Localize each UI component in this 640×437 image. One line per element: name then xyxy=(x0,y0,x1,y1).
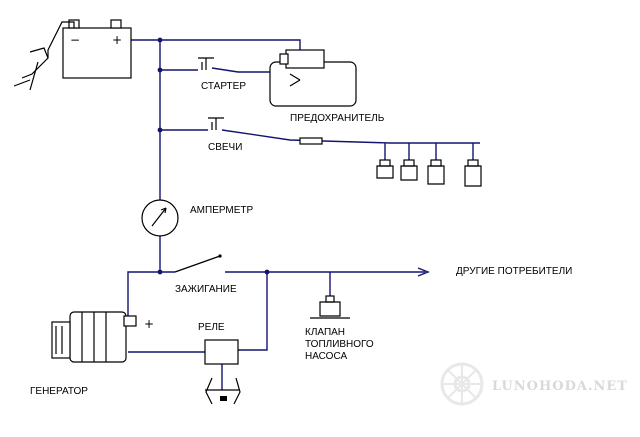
watermark: LUNOHODA.NET xyxy=(440,362,628,406)
ammeter-icon xyxy=(141,199,179,237)
battery-minus-sign: − xyxy=(70,33,80,47)
generator-plus-sign: + xyxy=(144,317,154,331)
fuel-valve-label-line2: ТОПЛИВНОГО xyxy=(305,339,374,350)
wire-starter-main xyxy=(160,39,301,52)
fuel-valve-label-line1: КЛАПАН xyxy=(305,327,345,338)
generator: + xyxy=(51,311,154,363)
spark-plugs-label: СВЕЧИ xyxy=(208,142,242,153)
wire-plug-drops xyxy=(384,143,474,160)
starter-label: СТАРТЕР xyxy=(201,81,246,92)
battery-terminal-positive xyxy=(110,19,122,29)
fuse-label: ПРЕДОХРАНИТЕЛЬ xyxy=(290,113,385,124)
glow-plug-icon xyxy=(376,159,394,179)
generator-body xyxy=(69,311,127,363)
generator-terminal xyxy=(123,315,137,327)
junction-node xyxy=(157,67,163,73)
wheel-logo-icon xyxy=(440,362,484,406)
starter-solenoid xyxy=(285,49,325,69)
battery-body xyxy=(62,27,132,79)
wire-ammeter-out xyxy=(159,236,175,273)
relay-ground-icon xyxy=(205,377,241,405)
glow-plug-icon xyxy=(427,159,445,185)
relay-label: РЕЛЕ xyxy=(198,322,225,333)
ammeter-label: АМПЕРМЕТР xyxy=(190,205,254,216)
watermark-text: LUNOHODA.NET xyxy=(492,379,628,394)
generator-label: ГЕНЕРАТОР xyxy=(30,386,88,397)
arrow-right-icon xyxy=(417,267,430,277)
fuel-valve-label-line3: НАСОСА xyxy=(305,351,347,362)
fuse-icon xyxy=(299,137,323,145)
wire-glow-plugs xyxy=(160,129,480,144)
wire-generator-bus xyxy=(127,271,160,318)
starter-motor xyxy=(269,49,357,107)
glow-switch-icon xyxy=(208,117,224,130)
wire-starter-switch xyxy=(160,67,270,73)
battery-plus-sign: + xyxy=(112,33,122,47)
wires xyxy=(119,30,480,390)
starter-terminal xyxy=(279,53,289,65)
relay-box xyxy=(204,339,239,365)
glow-plug-icon xyxy=(464,159,482,187)
starter-switch-icon xyxy=(198,57,214,70)
junction-node xyxy=(157,37,163,43)
battery: − + xyxy=(62,19,132,79)
battery-ground-icon xyxy=(13,21,75,91)
glow-plugs xyxy=(376,159,482,187)
junction-node xyxy=(157,127,163,133)
junction-node xyxy=(264,269,270,275)
other-consumers-label: ДРУГИЕ ПОТРЕБИТЕЛИ xyxy=(456,266,572,277)
glow-plug-icon xyxy=(400,159,418,181)
junction-node xyxy=(157,269,163,275)
ignition-label: ЗАЖИГАНИЕ xyxy=(175,284,237,295)
wire-relay-supply xyxy=(238,272,268,351)
fuel-valve-icon xyxy=(310,295,350,319)
generator-pulley xyxy=(51,321,71,359)
ignition-switch-icon xyxy=(174,254,222,273)
